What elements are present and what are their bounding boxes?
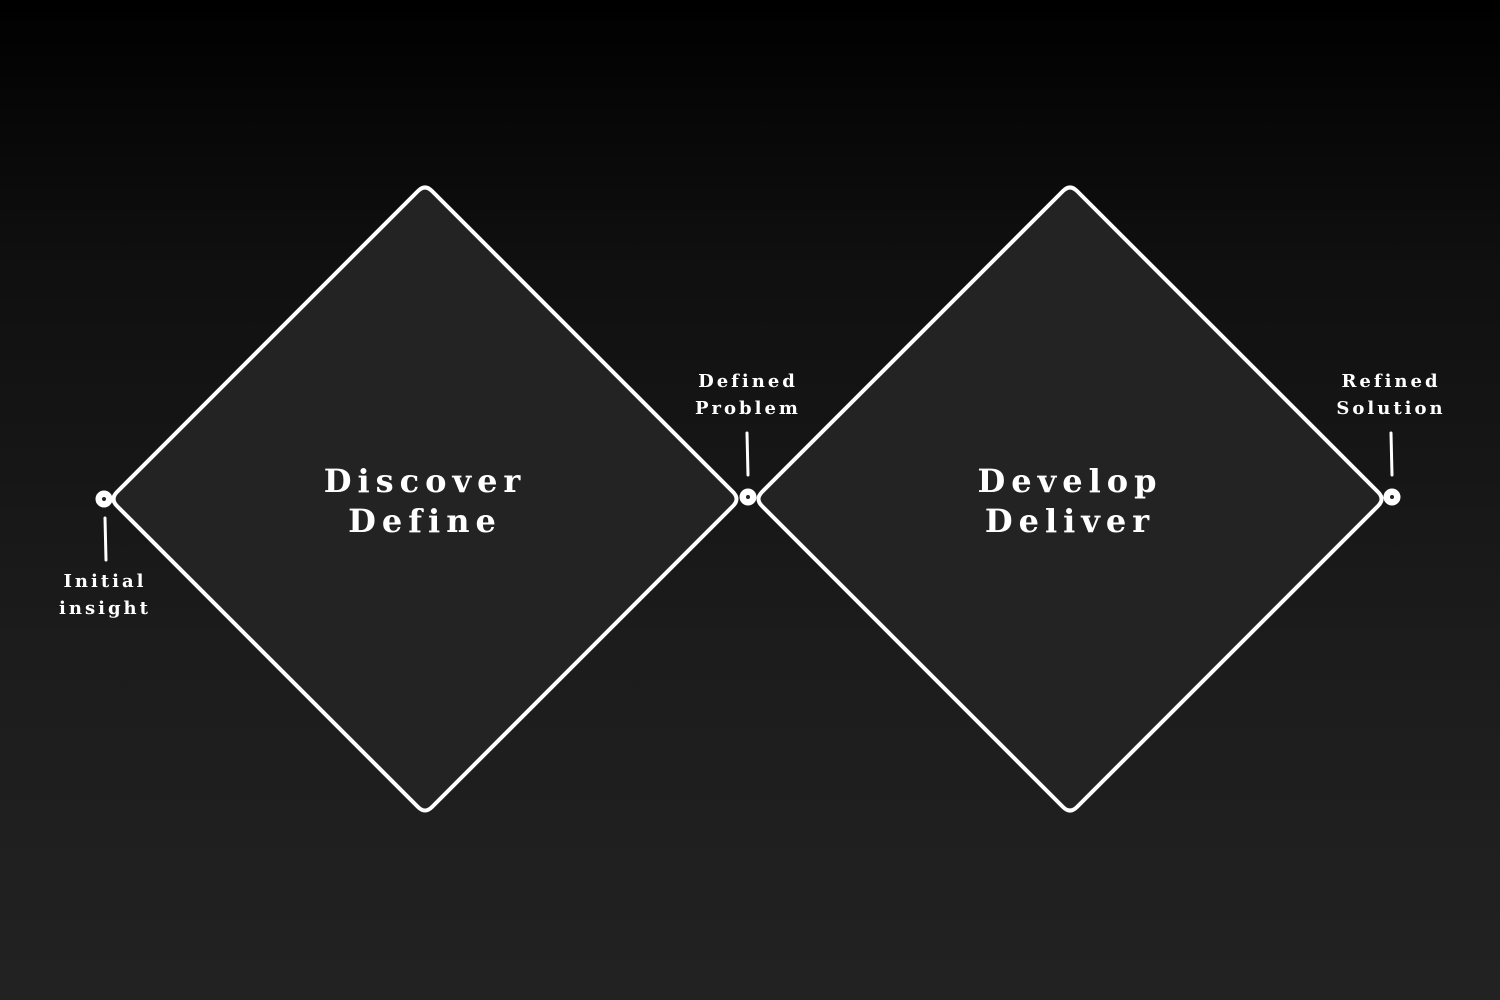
diamond-discover-define — [111, 185, 739, 813]
node-label-refined-solution: Refined Solution — [1291, 368, 1491, 422]
connector-initial-insight — [103, 516, 108, 562]
phase-label-develop: Develop — [977, 462, 1163, 500]
node-label-refined: Refined — [1341, 371, 1441, 392]
phase-label-define: Define — [348, 502, 502, 540]
node-initial-insight-dot — [95, 490, 113, 508]
node-label-defined: Defined — [698, 371, 798, 392]
phase-title-discover-define: Discover Define — [225, 461, 625, 541]
node-refined-solution-dot — [1383, 488, 1401, 506]
node-label-initial-insight: Initial insight — [5, 568, 205, 622]
connector-refined-solution — [1389, 431, 1394, 477]
diamond-develop-deliver — [756, 185, 1384, 813]
node-label-problem: Problem — [695, 398, 801, 419]
connector-defined-problem — [745, 431, 750, 477]
node-label-initial: Initial — [63, 571, 147, 592]
node-label-solution: Solution — [1336, 398, 1446, 419]
phase-title-develop-deliver: Develop Deliver — [870, 461, 1270, 541]
phase-label-deliver: Deliver — [984, 502, 1156, 540]
phase-label-discover: Discover — [323, 462, 527, 500]
node-label-insight: insight — [59, 598, 151, 619]
node-defined-problem-dot — [739, 488, 757, 506]
node-label-defined-problem: Defined Problem — [648, 368, 848, 422]
